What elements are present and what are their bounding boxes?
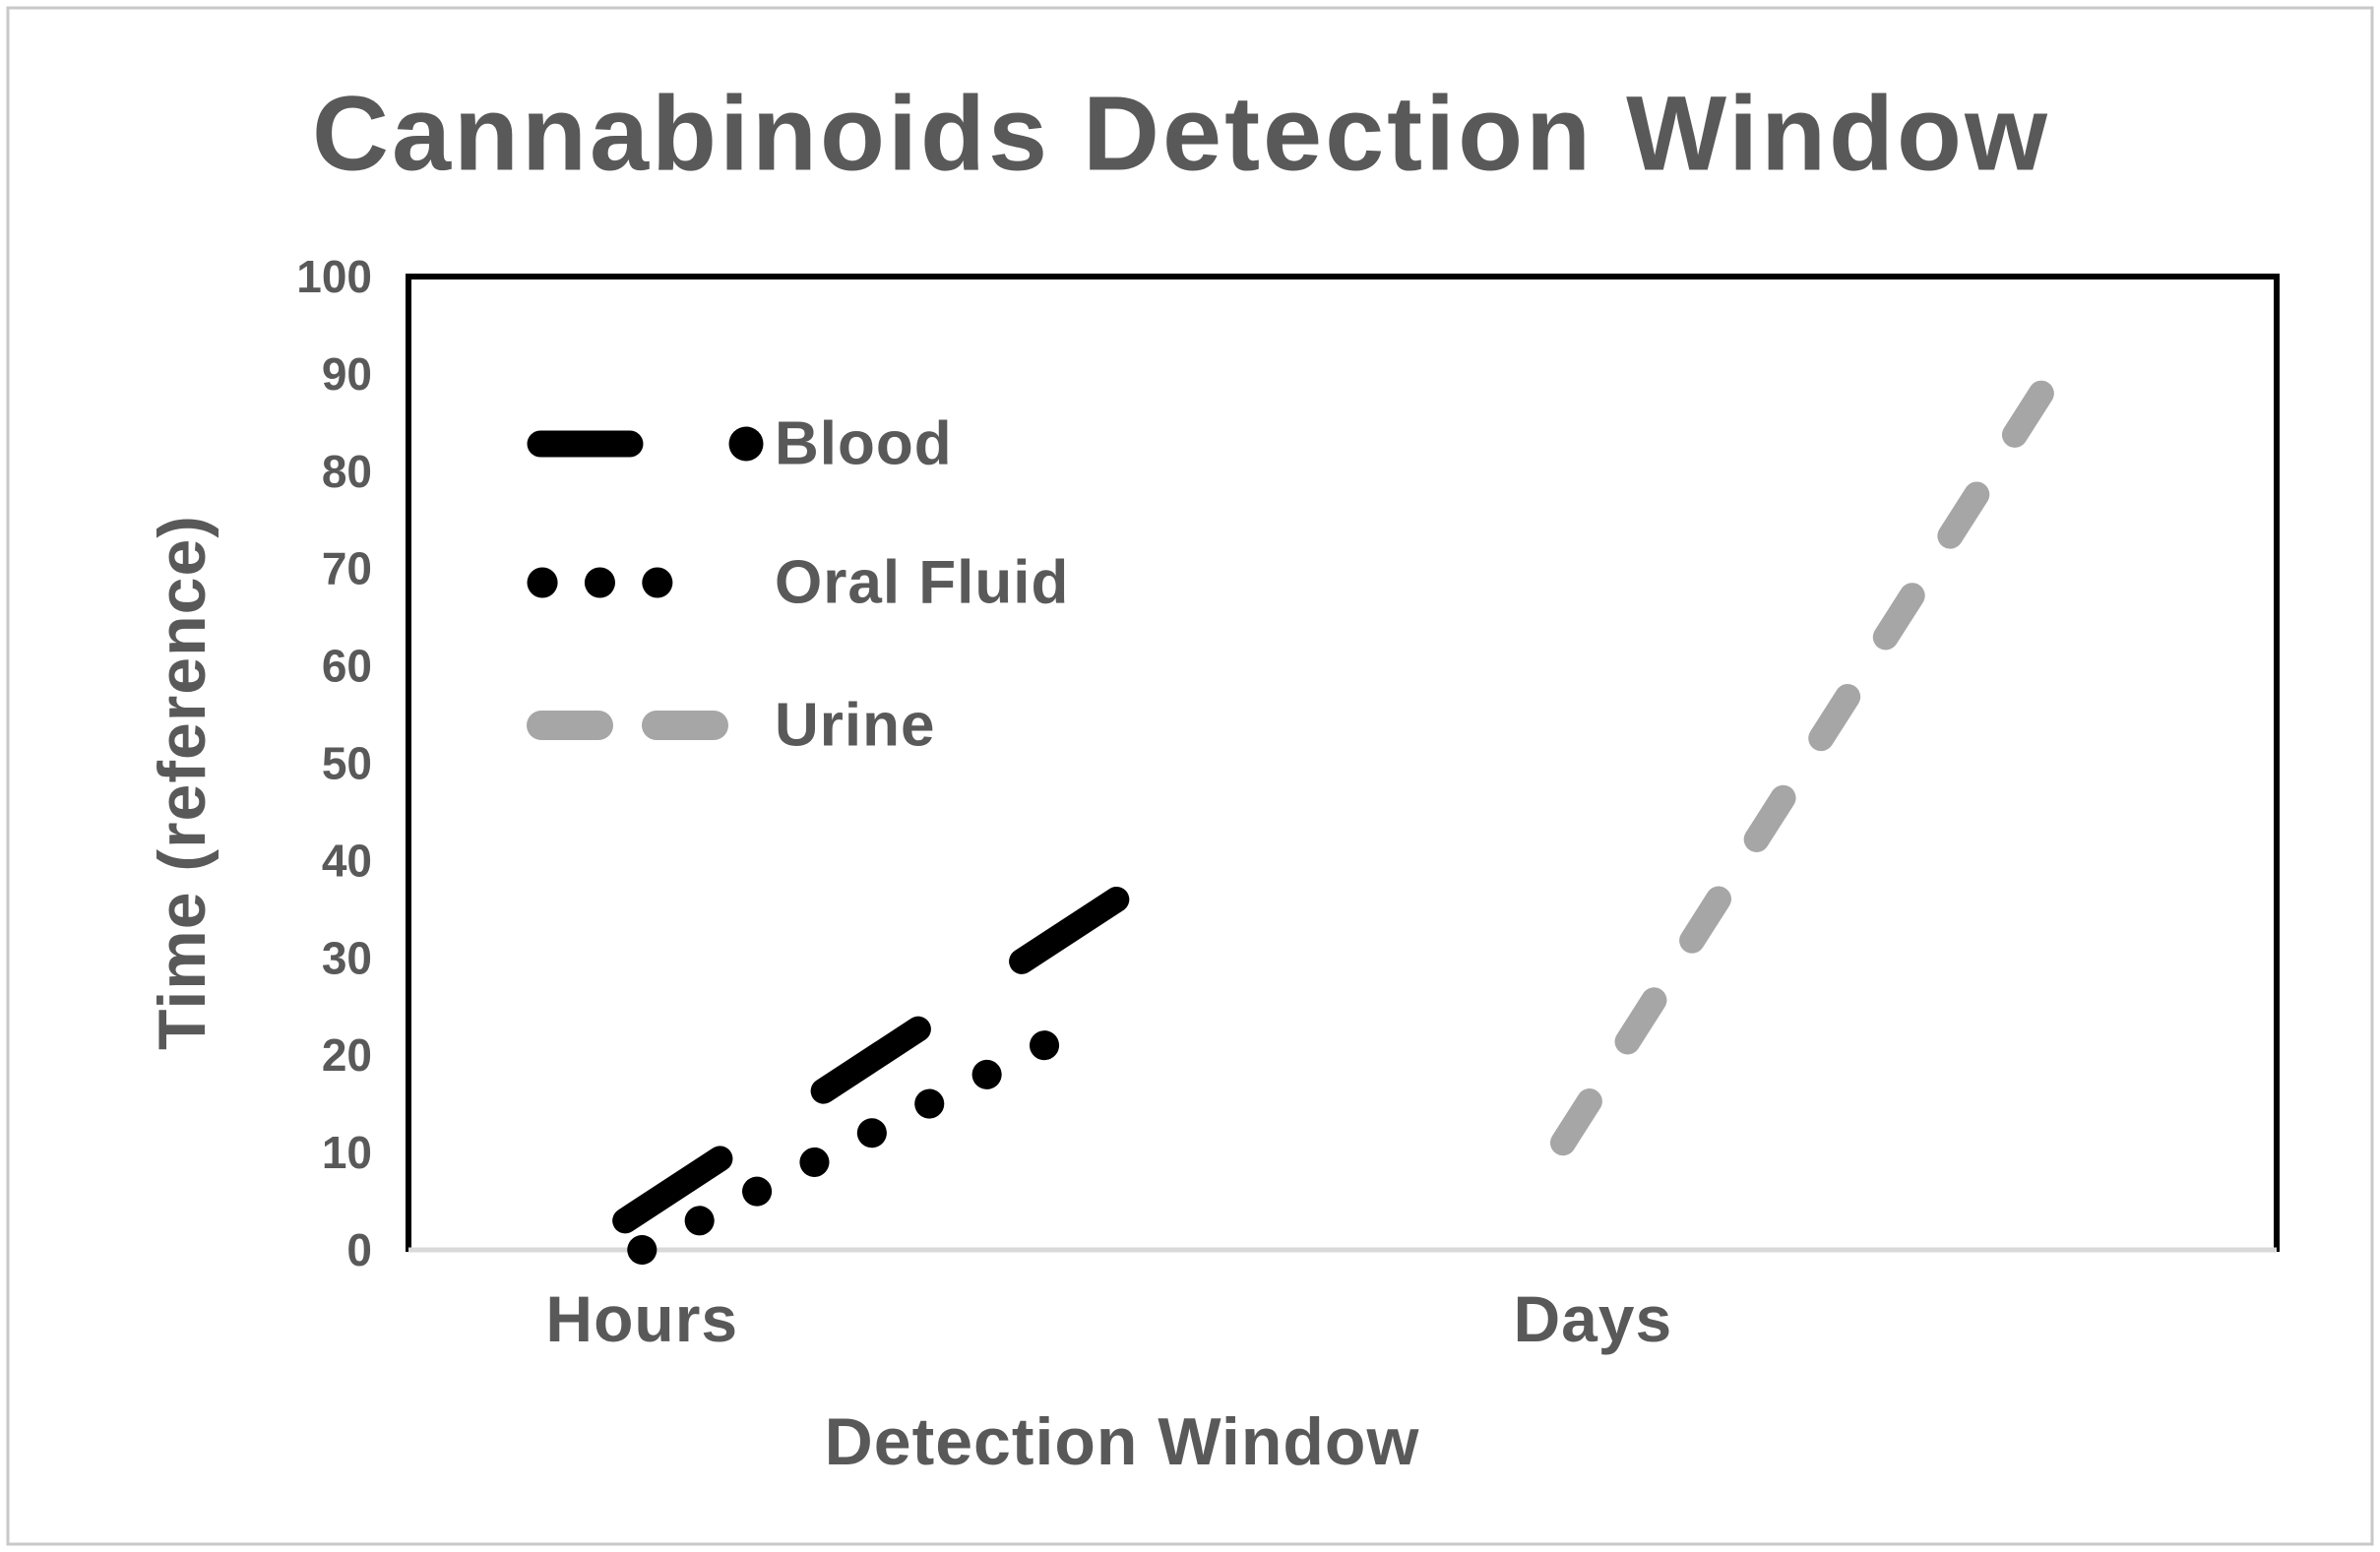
data-series: [612, 380, 2054, 1265]
y-tick-40: 40: [322, 835, 372, 886]
x-axis-title: Detection Window: [825, 1404, 1420, 1479]
legend-item-oral-fluid: Oral Fluid: [527, 549, 1069, 617]
series-line-oral-fluid: [627, 1001, 1117, 1265]
series-line-urine: [1549, 380, 2054, 1156]
legend-sample-dot-blood: [728, 426, 764, 462]
y-tick-90: 90: [322, 348, 372, 400]
x-axis-category-labels: Hours Days: [545, 1282, 1672, 1355]
y-tick-80: 80: [322, 446, 372, 497]
y-axis-tick-labels: 0 10 20 30 40 50 60 70 80 90 100: [296, 251, 372, 1275]
legend-label-oral-fluid: Oral Fluid: [775, 549, 1069, 617]
y-tick-30: 30: [322, 932, 372, 983]
y-axis-title: Time (reference): [145, 515, 219, 1050]
series-line-blood: [612, 886, 1130, 1234]
legend-item-blood: Blood: [527, 410, 953, 478]
y-tick-50: 50: [322, 738, 372, 789]
legend-label-blood: Blood: [775, 410, 953, 478]
y-tick-20: 20: [322, 1029, 372, 1081]
x-category-hours: Hours: [545, 1282, 738, 1355]
y-tick-60: 60: [322, 641, 372, 692]
y-tick-0: 0: [346, 1224, 372, 1275]
y-tick-10: 10: [322, 1127, 372, 1178]
y-tick-100: 100: [296, 251, 372, 302]
outer-frame: [6, 6, 2374, 1546]
chart-title: Cannabinoids Detection Window: [312, 74, 2050, 193]
x-category-days: Days: [1513, 1282, 1672, 1355]
legend-label-urine: Urine: [775, 692, 935, 760]
legend-item-urine: Urine: [527, 692, 935, 760]
plot-border: [406, 274, 2280, 1252]
y-tick-70: 70: [322, 543, 372, 594]
